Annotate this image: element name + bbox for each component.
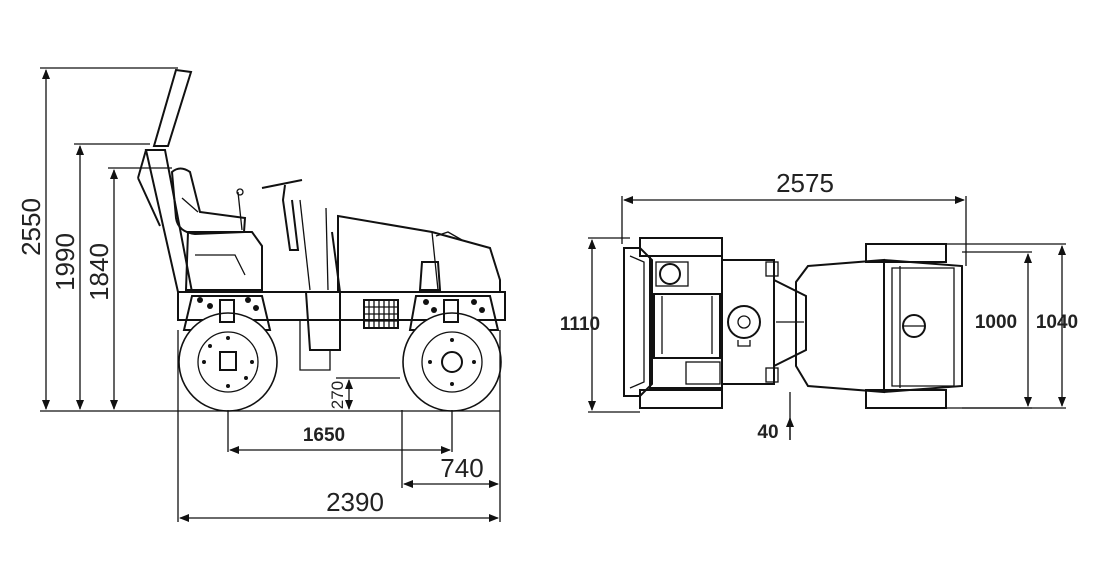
dim-overall-length-side: 2390 <box>326 487 384 517</box>
dim-overhang: 740 <box>440 453 483 483</box>
side-dimension-lines <box>42 69 499 522</box>
dim-width-1040: 1040 <box>1036 312 1078 333</box>
top-dimension-lines <box>588 196 1066 440</box>
dim-overall-length-top: 2575 <box>776 168 834 198</box>
top-extension-lines <box>588 196 1066 440</box>
top-front-body <box>795 243 963 409</box>
dim-overall-width: 1110 <box>560 314 600 335</box>
dim-drum-width: 1000 <box>975 312 1017 333</box>
side-view: 2550 1990 1840 270 1650 740 2390 <box>16 67 506 522</box>
front-drum <box>402 261 502 412</box>
top-operator-area <box>649 255 723 389</box>
rops-frame <box>137 68 194 293</box>
steering-column <box>261 179 329 291</box>
dim-wheelbase: 1650 <box>303 425 345 446</box>
dim-offset: 40 <box>757 422 778 443</box>
operator-seat <box>170 167 247 236</box>
top-center-frame <box>721 259 807 385</box>
dim-height-1840: 1840 <box>84 243 114 301</box>
top-view: 2575 1110 1000 1040 40 <box>560 168 1078 443</box>
dim-ground-clearance: 270 <box>328 381 347 409</box>
top-rear-drum <box>623 237 723 409</box>
engine-grille <box>363 299 399 329</box>
dim-height-1990: 1990 <box>50 233 80 291</box>
machine-body <box>177 214 506 371</box>
dim-overall-height: 2550 <box>16 198 46 256</box>
rear-drum <box>178 295 278 412</box>
side-extension-lines <box>40 67 501 522</box>
